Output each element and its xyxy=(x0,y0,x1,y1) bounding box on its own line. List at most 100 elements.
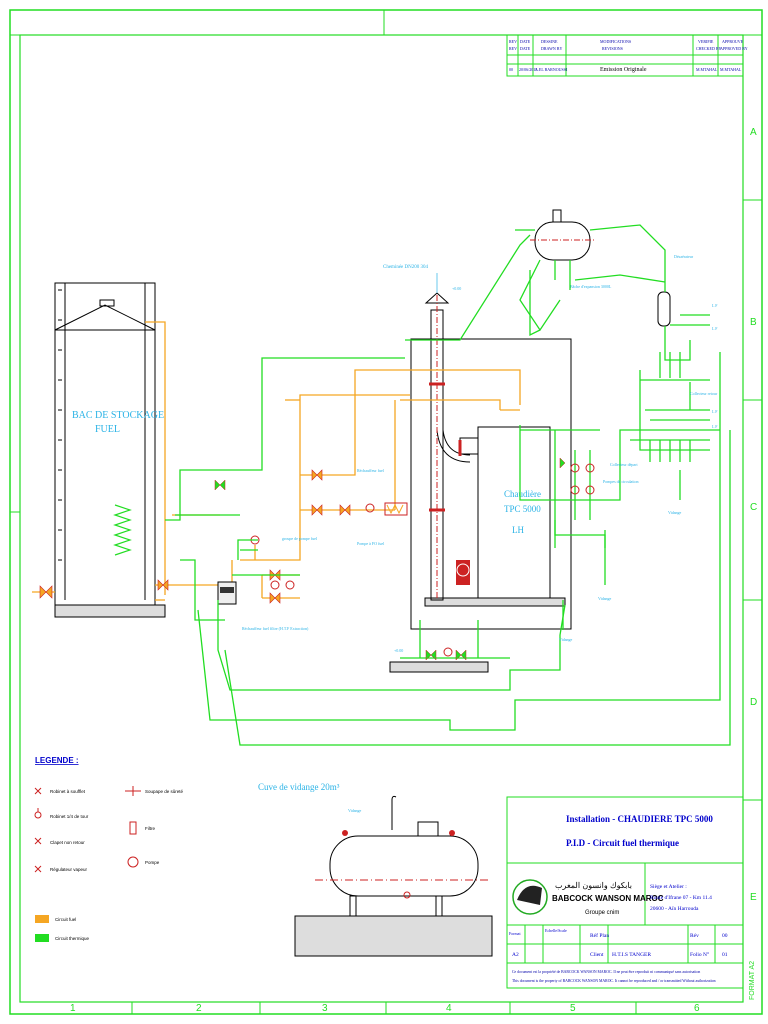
collector-supply-label: Collecteur départ xyxy=(610,462,639,467)
format-label: FORMAT A2 xyxy=(749,961,756,1000)
svg-text:CHECKED BY: CHECKED BY xyxy=(696,46,722,51)
svg-text:APPROUVE: APPROUVE xyxy=(722,39,744,44)
chimney-label: Cheminée DN200 304 xyxy=(383,265,428,270)
drain-tank-label: Cuve de vidange 20m³ xyxy=(258,782,340,792)
grid-row-d: D xyxy=(750,697,757,708)
revision-desc: Emission Originale xyxy=(600,67,647,73)
svg-text:Robinet 1/4 de tour: Robinet 1/4 de tour xyxy=(50,814,89,819)
svg-text:APPROVED BY: APPROVED BY xyxy=(720,46,748,51)
svg-text:Circuit fuel: Circuit fuel xyxy=(55,917,76,922)
svg-text:Vidange: Vidange xyxy=(598,596,612,601)
grid-row-c: C xyxy=(750,502,757,513)
title-line1: Installation - CHAUDIERE TPC 5000 xyxy=(566,814,713,824)
fuel-circuit xyxy=(32,321,521,601)
svg-text:Régulateur vapeur: Régulateur vapeur xyxy=(50,867,88,872)
svg-text:Groupe cnim: Groupe cnim xyxy=(585,910,619,916)
svg-text:H.T.I.S TANGER: H.T.I.S TANGER xyxy=(612,952,651,958)
group-pump-label: groupe de pompe fuel xyxy=(282,536,318,541)
svg-text:Pompe: Pompe xyxy=(145,860,160,865)
svg-text:20/06/2015: 20/06/2015 xyxy=(519,67,537,72)
svg-text:Format: Format xyxy=(509,931,521,936)
legend-thermal-swatch xyxy=(35,934,49,942)
chimney: Cheminée DN200 304 xyxy=(383,265,479,601)
grid-row-e: E xyxy=(750,892,757,903)
reheater-label: Réchauffeur fuel xyxy=(357,468,385,473)
svg-text:Rév: Rév xyxy=(690,933,699,939)
thermal-circuit xyxy=(165,224,731,746)
svg-text:REV: REV xyxy=(509,39,517,44)
svg-text:20600 - Aïn Harrouda: 20600 - Aïn Harrouda xyxy=(650,906,699,912)
pump-fuel-label: Pompe à FO fuel xyxy=(357,541,385,546)
svg-text:00: 00 xyxy=(509,67,513,72)
grid-col-5: 5 xyxy=(570,1003,576,1014)
svg-text:+0.00: +0.00 xyxy=(452,286,461,291)
grid-row-a: A xyxy=(750,127,757,138)
legend-fuel-swatch xyxy=(35,915,49,923)
storage-tank: BAC DE STOCKAGE FUEL xyxy=(54,282,166,618)
svg-text:Réf Plan: Réf Plan xyxy=(590,932,609,939)
svg-text:A2: A2 xyxy=(512,952,519,958)
svg-text:Filtre: Filtre xyxy=(145,826,155,831)
svg-text:L F: L F xyxy=(712,424,718,429)
inner-frame xyxy=(19,34,744,1003)
legend-title: LEGENDE : xyxy=(35,756,79,765)
deaerator: Désaérateur xyxy=(657,254,694,327)
svg-text:Route d'Ifrane 07 - Km 11.4: Route d'Ifrane 07 - Km 11.4 xyxy=(650,894,712,901)
svg-text:DATE: DATE xyxy=(520,39,531,44)
svg-text:Robinet à soufflet: Robinet à soufflet xyxy=(50,789,86,794)
company-logo xyxy=(512,879,548,915)
svg-text:M.MTAHAL: M.MTAHAL xyxy=(696,67,718,72)
expansion-label: Bâche d'expansion 3000L xyxy=(570,284,612,289)
svg-text:TPC 5000: TPC 5000 xyxy=(504,504,541,514)
expansion-vessel: Bâche d'expansion 3000L xyxy=(530,209,612,289)
svg-text:FUEL: FUEL xyxy=(95,424,120,435)
circ-pumps-label: Pompes de circulation xyxy=(603,479,639,484)
company-name: BABCOCK WANSON MAROC xyxy=(552,894,664,903)
legend: LEGENDE : Robinet à soufflet Robinet 1/4… xyxy=(34,756,184,942)
svg-text:Clapet non retour: Clapet non retour xyxy=(50,840,85,845)
collector-return-label: Collecteur retour xyxy=(690,391,718,396)
svg-text:REV: REV xyxy=(509,46,517,51)
svg-text:VERIFIE: VERIFIE xyxy=(698,39,714,44)
note-en: This document is the property of BABCOCK… xyxy=(512,979,716,983)
svg-text:Vidange: Vidange xyxy=(348,808,362,813)
svg-text:L F: L F xyxy=(712,326,718,331)
revision-table: REV REV DATE DATE DESSINE DRAWN BY MODIFICA… xyxy=(506,34,748,77)
svg-text:L F: L F xyxy=(712,409,718,414)
svg-text:DRAWN BY: DRAWN BY xyxy=(541,46,562,51)
boiler: Chaudière TPC 5000 LH xyxy=(410,338,572,630)
svg-text:DATE: DATE xyxy=(520,46,531,51)
boiler-label: Chaudière xyxy=(504,489,541,499)
svg-text:01: 01 xyxy=(722,952,728,958)
svg-text:A.EL BARNOUSSI: A.EL BARNOUSSI xyxy=(535,67,568,72)
svg-text:Siège et Atelier :: Siège et Atelier : xyxy=(650,884,687,890)
title-line2: P.I.D - Circuit fuel thermique xyxy=(566,838,679,848)
tank-label: BAC DE STOCKAGE xyxy=(72,410,164,421)
svg-text:DESSINE: DESSINE xyxy=(541,39,558,44)
svg-text:Client: Client xyxy=(590,952,604,958)
svg-text:Vidange: Vidange xyxy=(559,637,573,642)
svg-text:MODIFICATIONS: MODIFICATIONS xyxy=(600,39,631,44)
svg-text:00: 00 xyxy=(722,933,728,939)
reheater-filter-label: Réchauffeur fuel filtre (H.T.F Extractio… xyxy=(242,626,309,631)
svg-text:REVISIONS: REVISIONS xyxy=(602,46,623,51)
svg-text:LH: LH xyxy=(512,525,524,535)
svg-text:+0.00: +0.00 xyxy=(394,648,403,653)
company-name-ar: بابكوك وانسون المغرب xyxy=(555,881,632,890)
note-fr: Ce document est la propriété de BABCOCK … xyxy=(512,970,700,974)
grid-col-1: 1 xyxy=(70,1003,76,1014)
grid-col-3: 3 xyxy=(322,1003,328,1014)
svg-text:Désaérateur: Désaérateur xyxy=(674,254,694,259)
svg-text:L F: L F xyxy=(712,303,718,308)
svg-text:Vidange: Vidange xyxy=(668,510,682,515)
svg-text:Circuit thermique: Circuit thermique xyxy=(55,936,90,941)
grid-col-4: 4 xyxy=(446,1003,452,1014)
grid-row-b: B xyxy=(750,317,757,328)
grid-col-6: 6 xyxy=(694,1003,700,1014)
svg-text:Folio N°: Folio N° xyxy=(690,951,709,958)
svg-text:Soupape de sûreté: Soupape de sûreté xyxy=(145,789,184,794)
title-block: Installation - CHAUDIERE TPC 5000 P.I.D … xyxy=(506,796,744,989)
drain-tank: Cuve de vidange 20m³ xyxy=(258,782,493,957)
grid-col-2: 2 xyxy=(196,1003,202,1014)
